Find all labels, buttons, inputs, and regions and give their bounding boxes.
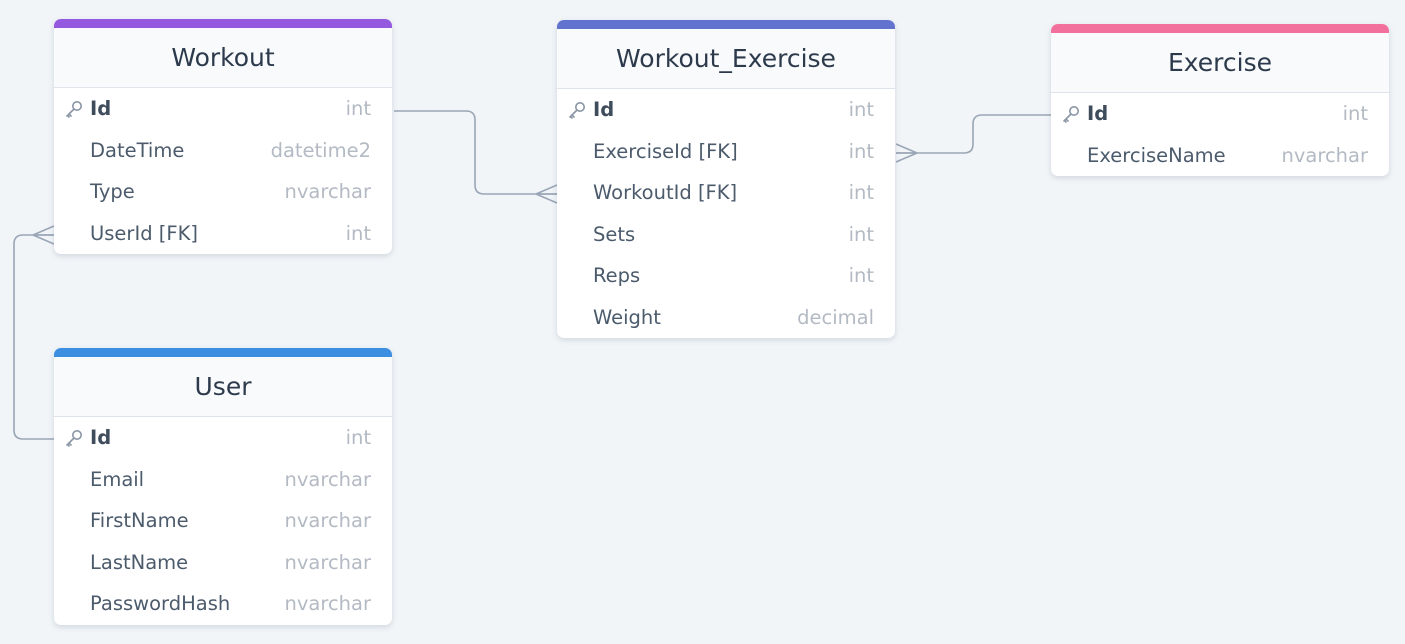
field-type: int	[345, 426, 371, 450]
field-name: LastName	[90, 550, 189, 574]
field-name: WorkoutId [FK]	[593, 181, 738, 205]
crows-foot-icon	[32, 225, 55, 245]
field-name: ExerciseName	[1087, 143, 1226, 167]
field-row[interactable]: LastName nvarchar	[54, 542, 392, 584]
field-name: Id	[90, 97, 112, 121]
table-color-bar	[54, 348, 392, 357]
field-type: int	[848, 264, 874, 288]
table-color-bar	[54, 19, 392, 28]
table-title[interactable]: User	[54, 357, 392, 417]
field-row[interactable]: Sets int	[557, 214, 895, 256]
connector-line	[896, 114, 1051, 154]
table-title[interactable]: Workout	[54, 28, 392, 88]
crows-foot-icon	[535, 184, 558, 204]
field-type: int	[848, 222, 874, 246]
table-title[interactable]: Exercise	[1051, 33, 1389, 93]
field-row[interactable]: Id int	[1051, 93, 1389, 135]
key-icon	[567, 101, 587, 119]
field-name: Id	[593, 98, 615, 122]
field-type: int	[345, 221, 371, 245]
rel-user-to-workout[interactable]	[13, 225, 55, 440]
key-icon	[1061, 105, 1081, 123]
field-row[interactable]: Reps int	[557, 255, 895, 297]
table-color-bar	[1051, 24, 1389, 33]
crows-foot-icon	[895, 143, 918, 163]
field-type: nvarchar	[284, 180, 371, 204]
field-row[interactable]: PasswordHash nvarchar	[54, 583, 392, 625]
field-row[interactable]: Id int	[557, 89, 895, 131]
field-type: int	[345, 97, 371, 121]
table-color-bar	[557, 20, 895, 29]
field-row[interactable]: UserId [FK] int	[54, 213, 392, 255]
field-row[interactable]: Type nvarchar	[54, 171, 392, 213]
field-row[interactable]: ExerciseId [FK] int	[557, 131, 895, 173]
table-title[interactable]: Workout_Exercise	[557, 29, 895, 89]
field-name: UserId [FK]	[90, 221, 198, 245]
field-name: FirstName	[90, 509, 189, 533]
field-row[interactable]: ExerciseName nvarchar	[1051, 135, 1389, 177]
field-name: PasswordHash	[90, 592, 231, 616]
field-name: Type	[90, 180, 135, 204]
connector-line	[394, 110, 557, 195]
field-type: int	[848, 139, 874, 163]
field-name: Reps	[593, 264, 641, 288]
field-name: Sets	[593, 222, 636, 246]
rel-workout-to-workout-exercise[interactable]	[394, 110, 558, 204]
field-name: Email	[90, 467, 145, 491]
rel-exercise-to-workout-exercise[interactable]	[895, 114, 1051, 163]
field-type: nvarchar	[284, 550, 371, 574]
field-type: nvarchar	[284, 592, 371, 616]
field-row[interactable]: WorkoutId [FK] int	[557, 172, 895, 214]
field-name: Id	[90, 426, 112, 450]
field-type: int	[848, 98, 874, 122]
field-name: DateTime	[90, 138, 185, 162]
field-type: nvarchar	[284, 467, 371, 491]
field-type: nvarchar	[1281, 143, 1368, 167]
key-icon	[64, 100, 84, 118]
field-type: int	[848, 181, 874, 205]
field-row[interactable]: FirstName nvarchar	[54, 500, 392, 542]
key-icon	[64, 429, 84, 447]
field-type: nvarchar	[284, 509, 371, 533]
field-row[interactable]: DateTime datetime2	[54, 130, 392, 172]
field-row[interactable]: Email nvarchar	[54, 459, 392, 501]
field-type: decimal	[797, 305, 874, 329]
field-row[interactable]: Id int	[54, 417, 392, 459]
field-type: datetime2	[270, 138, 371, 162]
field-type: int	[1342, 102, 1368, 126]
field-name: ExerciseId [FK]	[593, 139, 738, 163]
field-row[interactable]: Weight decimal	[557, 297, 895, 339]
field-name: Weight	[593, 305, 661, 329]
field-name: Id	[1087, 102, 1109, 126]
connector-line	[13, 234, 54, 440]
field-row[interactable]: Id int	[54, 88, 392, 130]
